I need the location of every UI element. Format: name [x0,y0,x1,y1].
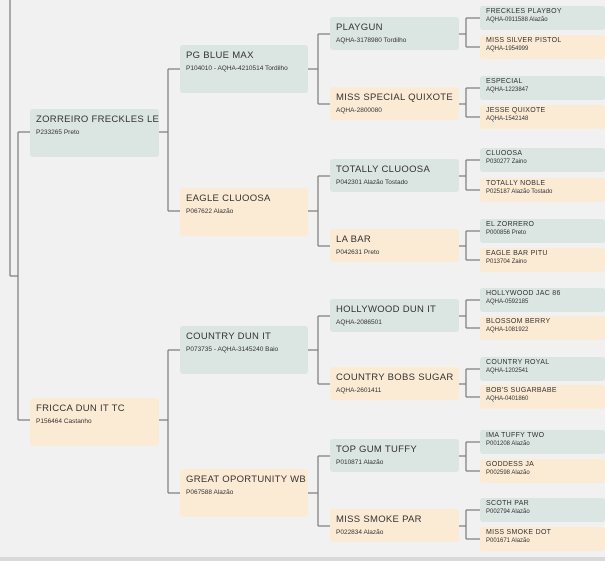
horse-registration: P010871 Alazão [336,459,384,466]
horse-name: BOB'S SUGARBABE [486,387,557,394]
horse-name: GREAT OPORTUNITY WB [186,474,307,485]
horse-card-gen4[interactable]: HOLLYWOOD JAC 86 AQHA-0592185 [480,288,605,312]
horse-card-gen4[interactable]: CLUOOSA P030277 Zaino [480,148,605,172]
horse-card-gen4[interactable]: ESPECIAL AQHA-1223847 [480,76,605,100]
horse-name: PG BLUE MAX [186,50,254,61]
horse-name: MISS SILVER PISTOL [486,37,562,44]
horse-card-gen3[interactable]: COUNTRY BOBS SUGAR AQHA-2601411 [330,367,459,400]
horse-registration: AQHA-3178980 Tordilho [336,37,407,44]
horse-card-gen4[interactable]: GODDESS JA P002598 Alazão [480,459,605,483]
horse-card-gen3[interactable]: TOTALLY CLUOOSA P042301 Alazão Tostado [330,159,459,192]
horse-registration: AQHA-2601411 [336,387,382,394]
horse-card-dam-dam[interactable]: GREAT OPORTUNITY WB P067588 Alazão [180,469,308,517]
horse-card-gen4[interactable]: EL ZORRERO P000856 Preto [480,219,605,243]
horse-card-sire[interactable]: ZORREIRO FRECKLES LE P233265 Preto [30,109,159,157]
horse-card-dam-sire[interactable]: COUNTRY DUN IT P073735 - AQHA-3145240 Ba… [180,326,308,374]
horse-card-gen3[interactable]: MISS SMOKE PAR P022834 Alazão [330,509,459,542]
horse-registration: P001208 Alazão [486,441,530,447]
horse-name: TOP GUM TUFFY [336,444,417,455]
horse-name: ESPECIAL [486,78,523,85]
horse-registration: P025187 Alazão Tostado [486,189,553,195]
horse-card-sire-dam[interactable]: EAGLE CLUOOSA P067622 Alazão [180,188,308,236]
horse-registration: AQHA-2800080 [336,107,382,114]
horse-card-gen4[interactable]: SCOTH PAR P002794 Alazão [480,498,605,522]
horse-name: FRICCA DUN IT TC [36,403,125,414]
horse-card-gen3[interactable]: LA BAR P042631 Preto [330,229,459,262]
horse-name: COUNTRY ROYAL [486,359,550,366]
horse-card-gen3[interactable]: PLAYGUN AQHA-3178980 Tordilho [330,17,459,50]
horse-registration: P073735 - AQHA-3145240 Baio [186,346,279,353]
horse-name: TOTALLY NOBLE [486,180,546,187]
horse-registration: AQHA-0401860 [486,396,529,402]
horse-registration: P233265 Preto [36,129,80,136]
horse-name: IMA TUFFY TWO [486,432,545,439]
horse-name: EAGLE BAR PITU [486,250,548,257]
horse-registration: P104010 - AQHA-4210514 Tordilho [186,65,288,72]
horse-name: CLUOOSA [486,150,523,157]
horse-name: HOLLYWOOD JAC 86 [486,290,561,297]
horse-registration: P000856 Preto [486,230,527,236]
horse-registration: P042301 Alazão Tostado [336,179,408,186]
horse-card-dam[interactable]: FRICCA DUN IT TC P156464 Castanho [30,398,159,446]
horse-name: ZORREIRO FRECKLES LE [36,114,159,125]
horse-registration: P002598 Alazão [486,470,530,476]
horse-name: COUNTRY DUN IT [186,331,272,342]
horse-registration: AQHA-1954999 [486,46,529,52]
horse-registration: P002794 Alazão [486,509,530,515]
horse-name: MISS SPECIAL QUIXOTE [336,92,454,103]
horse-card-gen4[interactable]: TOTALLY NOBLE P025187 Alazão Tostado [480,178,605,202]
horse-card-gen4[interactable]: BLOSSOM BERRY AQHA-1081922 [480,316,605,340]
horse-registration: P156464 Castanho [36,418,92,425]
horse-name: JESSE QUIXOTE [486,107,546,114]
horse-registration: AQHA-0911588 Alazão [486,17,548,23]
horse-name: PLAYGUN [336,22,383,33]
horse-name: TOTALLY CLUOOSA [336,164,431,175]
horse-name: MISS SMOKE PAR [336,514,422,525]
horse-card-gen4[interactable]: COUNTRY ROYAL AQHA-1202541 [480,357,605,381]
horse-name: EL ZORRERO [486,221,535,228]
horse-name: HOLLYWOOD DUN IT [336,304,437,315]
horse-registration: AQHA-2086501 [336,319,382,326]
horse-card-gen4[interactable]: MISS SMOKE DOT P001671 Alazão [480,527,605,551]
horse-registration: P001671 Alazão [486,538,530,544]
horse-card-sire-sire[interactable]: PG BLUE MAX P104010 - AQHA-4210514 Tordi… [180,45,308,93]
horse-name: FRECKLES PLAYBOY [486,8,562,15]
horse-card-gen4[interactable]: JESSE QUIXOTE AQHA-1542148 [480,105,605,129]
horse-card-gen3[interactable]: TOP GUM TUFFY P010871 Alazão [330,439,459,472]
horse-registration: P067622 Alazão [186,208,234,215]
horse-registration: P030277 Zaino [486,159,527,165]
horse-card-gen4[interactable]: MISS SILVER PISTOL AQHA-1954999 [480,35,605,59]
horse-registration: AQHA-0592185 [486,299,529,305]
horse-registration: AQHA-1202541 [486,368,529,374]
horse-name: LA BAR [336,234,372,245]
horse-registration: P042631 Preto [336,249,380,256]
horse-name: EAGLE CLUOOSA [186,193,271,204]
horse-name: GODDESS JA [486,461,535,468]
horse-card-gen4[interactable]: FRECKLES PLAYBOY AQHA-0911588 Alazão [480,6,605,30]
horse-name: MISS SMOKE DOT [486,529,552,536]
horse-card-gen3[interactable]: MISS SPECIAL QUIXOTE AQHA-2800080 [330,87,459,120]
horse-registration: P022834 Alazão [336,529,384,536]
horse-name: SCOTH PAR [486,500,530,507]
horse-name: BLOSSOM BERRY [486,318,551,325]
horse-card-gen4[interactable]: BOB'S SUGARBABE AQHA-0401860 [480,385,605,409]
horse-registration: P067588 Alazão [186,489,234,496]
horse-name: COUNTRY BOBS SUGAR [336,372,454,383]
horse-registration: AQHA-1081922 [486,327,529,333]
horse-card-gen4[interactable]: EAGLE BAR PITU P013704 Zaino [480,248,605,272]
horse-registration: P013704 Zaino [486,259,527,265]
horizontal-scrollbar[interactable] [0,557,605,561]
horse-registration: AQHA-1542148 [486,116,529,122]
horse-card-gen3[interactable]: HOLLYWOOD DUN IT AQHA-2086501 [330,299,459,332]
horse-card-gen4[interactable]: IMA TUFFY TWO P001208 Alazão [480,430,605,454]
horse-registration: AQHA-1223847 [486,87,529,93]
